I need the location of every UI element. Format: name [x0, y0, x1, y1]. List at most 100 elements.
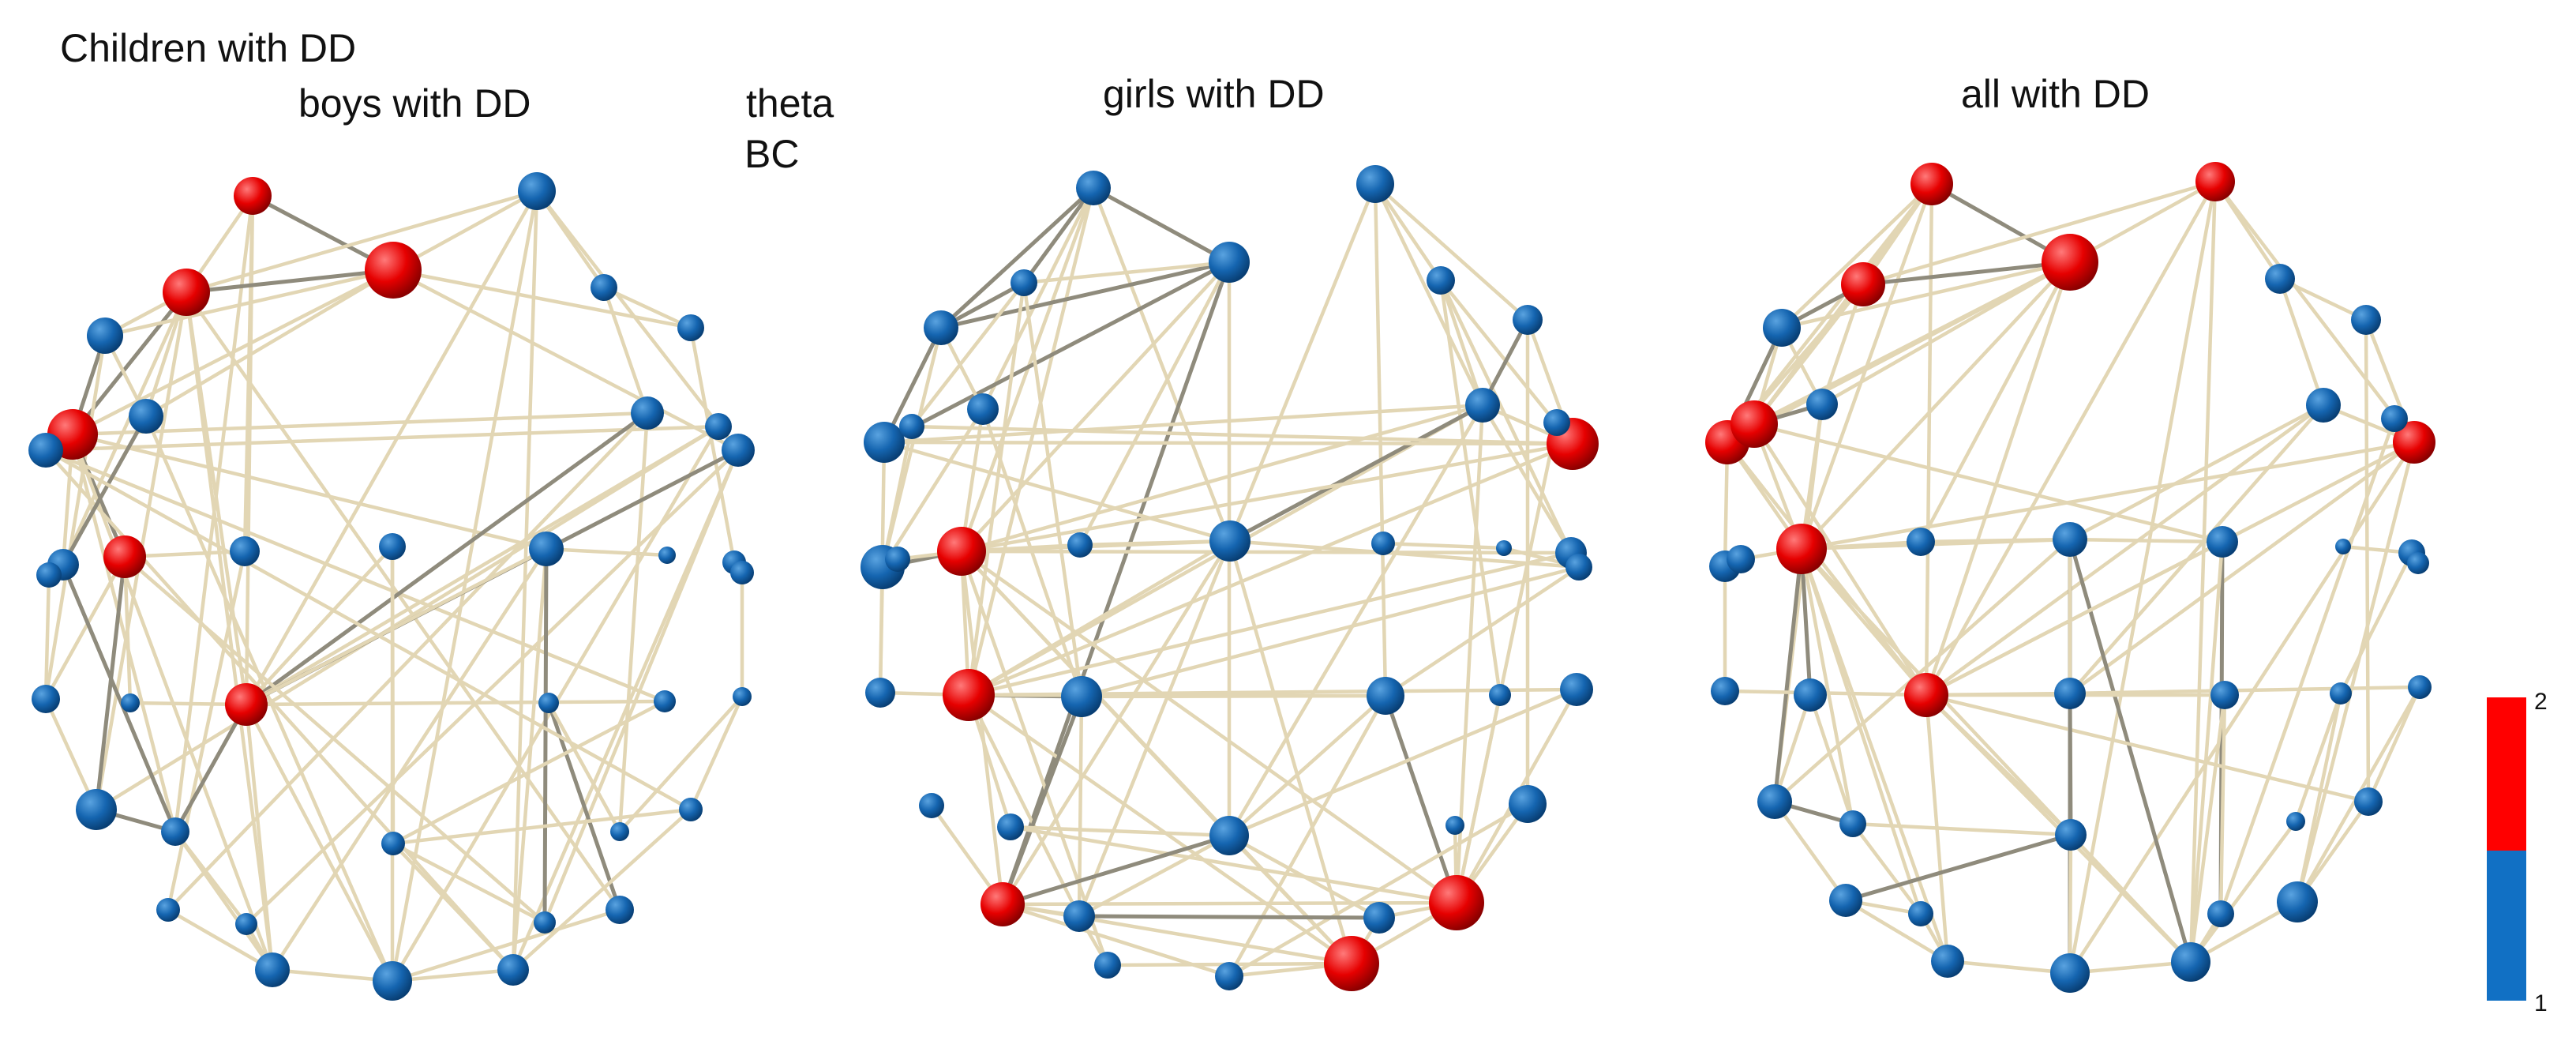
all-node: [2408, 675, 2432, 699]
all-edge: [2278, 276, 2326, 408]
boys-edge: [617, 694, 744, 834]
girls-edge: [966, 280, 1026, 697]
girls-hub-node: [981, 882, 1025, 926]
girls-edge: [1227, 833, 1354, 966]
girls-edge: [909, 424, 1575, 446]
girls-edge: [1373, 182, 1443, 283]
boys-edge: [94, 424, 721, 812]
boys-edge: [391, 699, 667, 846]
girls-edge: [909, 280, 1026, 429]
girls-edge: [882, 260, 1232, 445]
boys-edge: [184, 189, 539, 295]
all-edge: [1772, 547, 1804, 804]
boys-node: [32, 685, 60, 713]
all-edge: [2068, 179, 2218, 975]
boys-edge: [61, 290, 189, 567]
boys-edge: [173, 702, 249, 834]
color-scale-high: [2487, 697, 2526, 851]
girls-edge: [880, 407, 985, 569]
girls-edge: [959, 549, 1573, 555]
all-node: [2171, 942, 2210, 982]
all-hub-node: [1841, 262, 1885, 306]
girls-node: [1427, 266, 1455, 295]
all-hub-node: [1730, 400, 1778, 448]
girls-node: [1560, 673, 1593, 706]
all-edge: [1808, 693, 1855, 826]
girls-edge: [959, 441, 1575, 554]
all-edge: [2068, 832, 2193, 964]
girls-node: [865, 678, 895, 708]
boys-edge: [70, 268, 396, 437]
boys-edge: [391, 268, 741, 453]
girls-edge: [1008, 825, 1232, 838]
boys-node: [529, 532, 564, 566]
girls-edge: [1079, 693, 1388, 699]
all-edge: [1924, 260, 2072, 697]
boys-edge: [242, 193, 255, 554]
girls-edge: [939, 260, 1232, 330]
girls-edge: [966, 550, 1573, 697]
all-node: [2407, 552, 2429, 574]
all-edge: [1779, 182, 1934, 330]
all-node: [2330, 682, 2352, 704]
girls-edge: [966, 693, 1082, 919]
girls-nodes: [861, 165, 1599, 991]
girls-edge: [882, 440, 1575, 446]
all-node: [2335, 539, 2351, 554]
girls-edge: [1454, 693, 1502, 905]
boys-edges: [43, 189, 744, 983]
boys-edge: [244, 448, 741, 926]
girls-edge: [1078, 260, 1232, 547]
girls-node: [1496, 540, 1512, 556]
boys-node: [255, 952, 290, 987]
all-node: [2265, 264, 2295, 294]
girls-edge: [882, 325, 943, 445]
boys-edge: [511, 547, 549, 972]
girls-node: [919, 793, 944, 818]
all-hub-node: [2195, 162, 2235, 201]
color-scale-min-label: 1: [2534, 990, 2548, 1016]
boys-edge: [390, 907, 622, 983]
all-node: [2207, 900, 2234, 927]
girls-node: [967, 393, 999, 425]
boys-edge: [43, 333, 107, 701]
boys-hub-node: [163, 269, 210, 316]
all-node: [2050, 953, 2090, 993]
network-all: [1705, 162, 2435, 993]
girls-node: [1067, 532, 1093, 558]
all-edge: [1799, 547, 1950, 964]
boys-edge: [244, 189, 539, 707]
boys-edge: [546, 701, 622, 912]
all-edge: [1799, 440, 2417, 551]
girls-node: [924, 310, 958, 345]
boys-edge: [166, 411, 650, 912]
all-node: [2210, 681, 2239, 709]
all-edge: [2068, 403, 2326, 542]
boys-node: [654, 690, 676, 712]
panel-title-girls: girls with DD: [1103, 72, 1325, 116]
boys-edge: [542, 547, 549, 925]
boys-edge: [391, 841, 547, 925]
girls-edge: [1077, 914, 1382, 920]
girls-edge: [981, 186, 1096, 411]
boys-edge: [511, 807, 693, 972]
boys-edge: [94, 554, 127, 812]
girls-edge: [966, 441, 1575, 697]
girls-edge: [1227, 833, 1382, 920]
boys-node: [705, 413, 732, 440]
boys-node: [591, 274, 617, 301]
all-edge: [1725, 440, 1929, 697]
girls-edge: [1383, 693, 1459, 905]
measure-label: BC: [744, 132, 799, 176]
all-hub-node: [1776, 524, 1827, 574]
all-edge: [1799, 547, 1923, 916]
boys-node: [87, 317, 123, 354]
girls-hub-node: [1324, 936, 1379, 991]
all-edge: [2068, 832, 2073, 975]
boys-edge: [184, 268, 396, 295]
boys-edge: [43, 448, 693, 812]
all-edge: [1725, 260, 2072, 445]
boys-node: [235, 913, 257, 935]
boys-edge: [144, 414, 395, 983]
